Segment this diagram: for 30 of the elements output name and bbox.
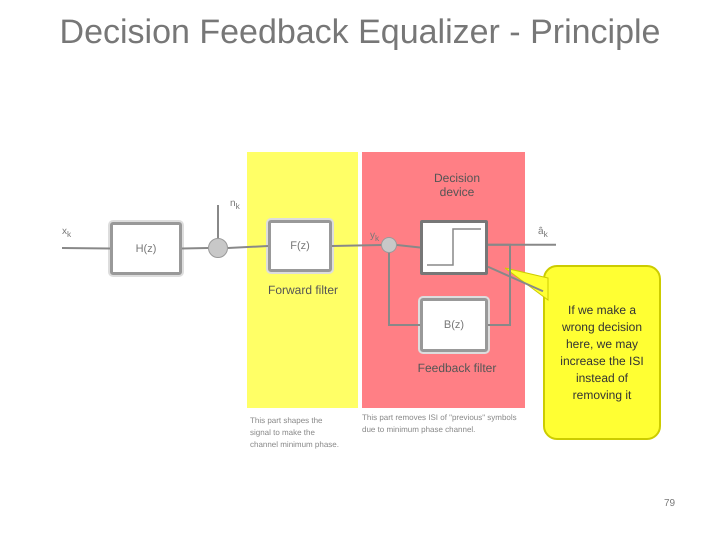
callout-text: If we make a wrong decision here, we may increase the ISI instead of removing it <box>559 302 645 404</box>
signal-label: n$_{k}$ <box>230 198 240 211</box>
signal-line <box>62 247 110 250</box>
block-caption: Forward filter <box>266 283 339 297</box>
filter-region <box>362 152 525 408</box>
block-caption: Feedback filter <box>416 361 498 375</box>
summing-junction <box>208 238 228 258</box>
callout-bubble <box>543 265 661 440</box>
signal-line <box>228 245 268 249</box>
signal-line <box>182 247 208 250</box>
note: This part shapes the signal to make the channel minimum phase. <box>250 415 342 493</box>
page-number: 79 <box>664 498 676 509</box>
filter-region <box>247 152 358 408</box>
filter-block <box>110 222 182 275</box>
slide-title: Decision Feedback Equalizer - Principle <box>58 12 662 52</box>
signal-line <box>396 244 420 248</box>
signal-label: x$_{k}$ <box>62 226 72 239</box>
signal-label: y$_{k}$ <box>370 230 380 243</box>
signal-line <box>488 244 511 326</box>
signal-line <box>388 253 420 326</box>
block-label: F(z) <box>290 240 310 252</box>
block-label: H(z) <box>136 242 156 254</box>
block-heading: Decision device <box>432 171 482 199</box>
block-label: B(z) <box>444 319 464 331</box>
summing-junction <box>381 237 397 253</box>
note: This part removes ISI of "previous" symbols due to minimum phase channel. <box>362 412 522 457</box>
leader-line <box>488 266 544 292</box>
signal-line <box>332 244 382 247</box>
signal-label: â$_{k}$ <box>538 226 548 239</box>
signal-line <box>217 205 219 238</box>
